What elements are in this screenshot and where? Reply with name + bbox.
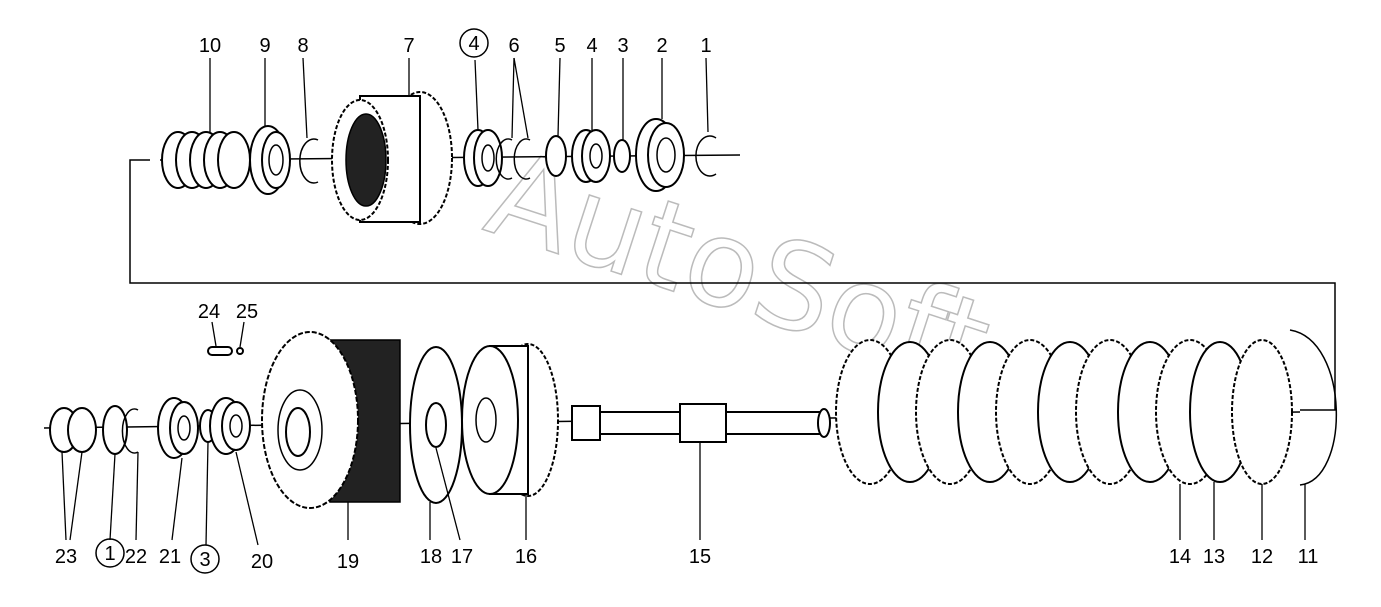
part-9-bearing <box>249 125 291 195</box>
label-circle-l4c <box>459 28 489 58</box>
part-5-washer <box>545 135 567 177</box>
upper-leader-lines <box>209 57 709 140</box>
part-17-washer <box>425 402 447 448</box>
part-label-l12: 12 <box>1251 546 1273 568</box>
assembly-connector-line <box>129 159 1336 411</box>
part-15-shaft <box>571 403 831 443</box>
part-label-l15: 15 <box>689 546 711 568</box>
lower-leader-lines <box>61 321 1306 546</box>
part-label-l17: 17 <box>451 546 473 568</box>
part-label-l4: 4 <box>586 35 597 57</box>
label-circle-l1c <box>95 538 125 568</box>
part-label-l7: 7 <box>403 35 414 57</box>
part-label-l10: 10 <box>199 35 221 57</box>
part-10-spring <box>161 131 251 189</box>
part-label-l18: 18 <box>420 546 442 568</box>
part-label-l4c: 4 <box>468 33 479 55</box>
part-21-bearing <box>157 397 199 459</box>
part-7-drum-gear <box>331 91 453 225</box>
part-6-snap-rings <box>495 138 531 180</box>
part-label-l13: 13 <box>1203 546 1225 568</box>
part-label-l23: 23 <box>55 546 77 568</box>
part-16-gear <box>461 343 559 497</box>
part-1-circled-ring <box>102 405 128 455</box>
part-label-l1: 1 <box>700 35 711 57</box>
part-label-l3: 3 <box>617 35 628 57</box>
part-11-snap-ring <box>1289 329 1337 486</box>
part-label-l8: 8 <box>297 35 308 57</box>
part-label-l6: 6 <box>508 35 519 57</box>
part-2-bearing <box>635 118 685 192</box>
part-label-l1c: 1 <box>104 543 115 565</box>
part-8-snap-ring <box>299 138 319 184</box>
part-label-l25: 25 <box>236 301 258 323</box>
part-label-l16: 16 <box>515 546 537 568</box>
part-label-l11: 11 <box>1298 546 1319 568</box>
part-4-bearing <box>571 129 611 183</box>
part-23-washers <box>49 407 97 453</box>
clutch-plates <box>835 339 1293 485</box>
part-label-l21: 21 <box>159 546 181 568</box>
part-label-l5: 5 <box>554 35 565 57</box>
part-label-l9: 9 <box>259 35 270 57</box>
part-label-l24: 24 <box>198 301 220 323</box>
part-label-l22: 22 <box>125 546 147 568</box>
part-label-l14: 14 <box>1169 546 1191 568</box>
part-label-l2: 2 <box>656 35 667 57</box>
part-label-l19: 19 <box>337 551 359 573</box>
part-label-l20: 20 <box>251 551 273 573</box>
part-label-l3c: 3 <box>199 549 210 571</box>
part-1-snap-ring <box>695 135 717 177</box>
part-20-bearing <box>209 397 251 455</box>
label-circle-l3c <box>190 544 220 574</box>
part-22-snap-ring <box>121 408 139 454</box>
part-3-washer <box>613 139 631 173</box>
part-19-drum-gear <box>261 331 401 509</box>
part-24-25-pin <box>207 346 244 356</box>
